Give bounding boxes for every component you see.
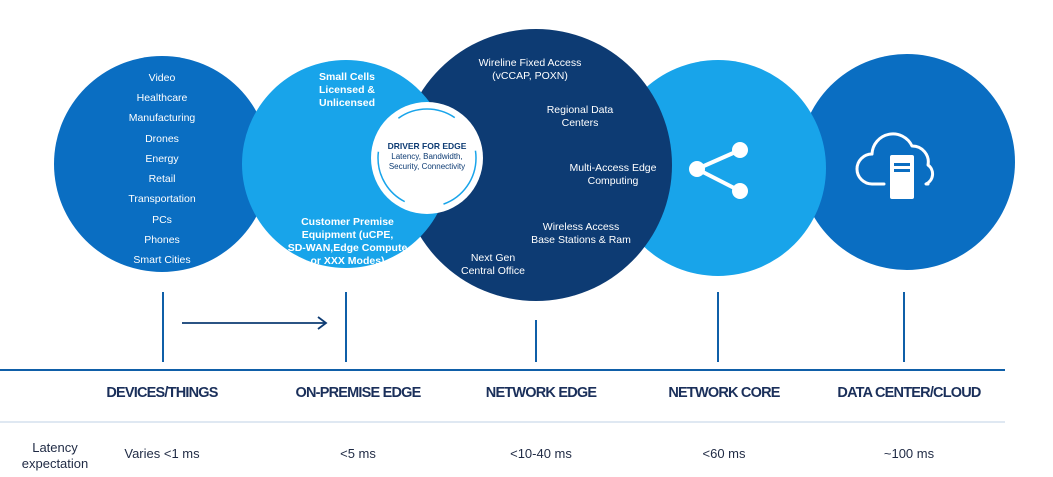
category-network-edge: NETWORK EDGE <box>485 385 597 401</box>
latency-label-line: expectation <box>21 456 89 471</box>
cpe-line: Equipment (uCPE, <box>301 229 394 241</box>
connector-devices <box>162 292 164 362</box>
latency-label: Latency expectation <box>20 440 90 472</box>
wireless-text: Wireless Access Base Stations & Ram <box>518 221 644 247</box>
wireline-line: (vCCAP, POXN) <box>492 70 568 82</box>
cpe-line: SD-WAN,Edge Compute <box>287 242 408 254</box>
list-item: Drones <box>145 133 179 145</box>
list-item: Retail <box>148 173 176 185</box>
list-item: Healthcare <box>136 92 188 104</box>
connector-network-core <box>717 292 719 362</box>
cpe-line: Customer Premise <box>301 216 394 228</box>
driver-line: Security, Connectivity <box>388 162 466 171</box>
driver-title: DRIVER FOR EDGE <box>387 141 467 151</box>
wireless-line: Wireless Access <box>542 221 620 233</box>
category-devices: DEVICES/THINGS <box>106 385 218 401</box>
latency-devices: Varies <1 ms <box>124 446 200 461</box>
connector-on-premise <box>345 292 347 362</box>
regional-line: Regional Data <box>546 104 614 116</box>
driver-line: Latency, Bandwidth, <box>391 152 463 161</box>
category-on-premise: ON-PREMISE EDGE <box>295 385 422 401</box>
latency-data-center: ~100 ms <box>883 446 935 461</box>
network-core-circle <box>610 60 826 276</box>
central-office-text: Next Gen Central Office <box>448 252 538 278</box>
latency-label-line: Latency <box>32 440 78 455</box>
mec-line: Multi-Access Edge <box>569 162 657 174</box>
mec-line: Computing <box>587 175 639 187</box>
latency-on-premise: <5 ms <box>340 446 376 461</box>
latency-network-edge: <10-40 ms <box>510 446 572 461</box>
wireline-line: Wireline Fixed Access <box>478 57 582 69</box>
central-line: Central Office <box>461 265 525 277</box>
list-item: Smart Cities <box>133 254 191 266</box>
devices-list: Video Healthcare Manufacturing Drones En… <box>112 72 212 272</box>
list-item: Manufacturing <box>128 112 196 124</box>
latency-network-core: <60 ms <box>702 446 746 461</box>
central-line: Next Gen <box>470 252 516 264</box>
regional-line: Centers <box>561 117 599 129</box>
list-item: Transportation <box>128 193 196 205</box>
wireline-text: Wireline Fixed Access (vCCAP, POXN) <box>460 57 600 83</box>
share-icon <box>689 142 748 199</box>
small-cells-line: Unlicensed <box>318 97 376 109</box>
connector-data-center <box>903 292 905 362</box>
network-edge-circle <box>400 29 672 301</box>
category-network-core: NETWORK CORE <box>668 385 780 401</box>
cpe-text: Customer Premise Equipment (uCPE, SD-WAN… <box>280 216 415 268</box>
driver-ring <box>377 108 477 208</box>
list-item: Energy <box>145 153 179 165</box>
connector-network-edge <box>535 320 537 362</box>
devices-circle <box>54 56 270 272</box>
list-item: Video <box>148 72 176 84</box>
driver-circle <box>371 102 483 214</box>
cpe-line: or XXX Modes) <box>310 255 385 267</box>
wireless-line: Base Stations & Ram <box>531 234 631 246</box>
cloud-server-icon <box>855 132 935 199</box>
driver-text: DRIVER FOR EDGE Latency, Bandwidth, Secu… <box>372 141 482 172</box>
small-cells-text: Small Cells Licensed & Unlicensed <box>292 71 402 110</box>
small-cells-line: Licensed & <box>318 84 376 96</box>
regional-text: Regional Data Centers <box>530 104 630 130</box>
category-data-center: DATA CENTER/CLOUD <box>837 385 981 401</box>
list-item: Phones <box>144 234 180 246</box>
list-item: PCs <box>152 214 172 226</box>
direction-arrow <box>182 316 328 330</box>
mec-text: Multi-Access Edge Computing <box>554 162 672 188</box>
small-cells-line: Small Cells <box>318 71 376 83</box>
